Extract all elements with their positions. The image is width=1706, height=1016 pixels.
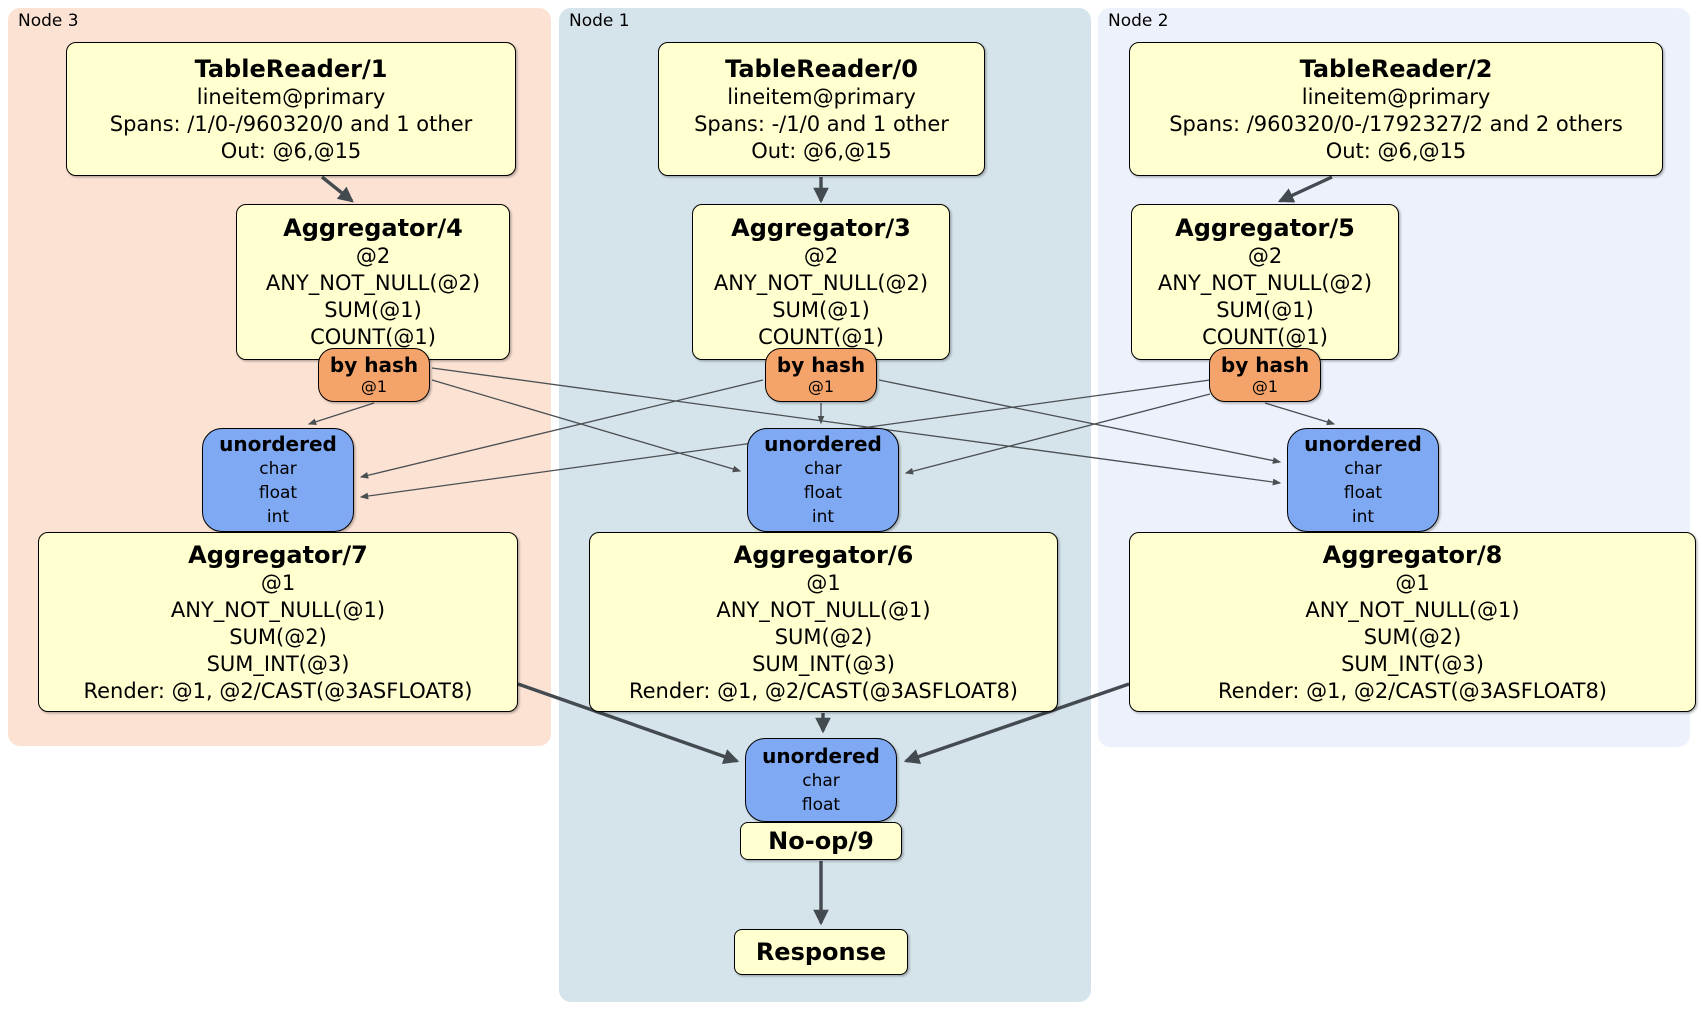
sync-title: unordered [762, 744, 880, 768]
box-line: Out: @6,@15 [220, 138, 362, 163]
box-line: @2 [803, 244, 839, 268]
sync-title: unordered [219, 432, 337, 456]
box-title: No-op/9 [768, 827, 874, 855]
node3-region-label: Node 3 [18, 11, 79, 31]
box-line: @2 [1247, 244, 1283, 268]
box-line: @1 [806, 570, 841, 595]
box-line: Out: @6,@15 [751, 138, 892, 163]
hash-router-3: by hash @1 [765, 348, 877, 402]
unordered-sync-node2: unordered char float int [1287, 428, 1439, 532]
box-line: Spans: /1/0-/960320/0 and 1 other [109, 111, 473, 136]
box-line: Render: @1, @2/CAST(@3ASFLOAT8) [83, 678, 473, 703]
tablereader-0-box: TableReader/0 lineitem@primary Spans: -/… [658, 42, 985, 176]
box-line: SUM(@1) [1216, 298, 1314, 322]
node1-region-label: Node 1 [569, 11, 630, 31]
box-title: Aggregator/8 [1322, 540, 1503, 569]
router-line: @1 [807, 377, 835, 396]
box-line: Spans: /960320/0-/1792327/2 and 2 others [1169, 111, 1623, 136]
box-title: Aggregator/6 [733, 540, 914, 569]
aggregator-4-box: Aggregator/4 @2 ANY_NOT_NULL(@2) SUM(@1)… [236, 204, 510, 360]
box-line: COUNT(@1) [1202, 325, 1328, 349]
sync-title: unordered [1304, 432, 1422, 456]
box-line: Render: @1, @2/CAST(@3ASFLOAT8) [628, 678, 1019, 703]
tablereader-1-box: TableReader/1 lineitem@primary Spans: /1… [66, 42, 516, 176]
box-line: @2 [355, 244, 391, 268]
box-title: Aggregator/3 [731, 214, 911, 242]
aggregator-8-box: Aggregator/8 @1 ANY_NOT_NULL(@1) SUM(@2)… [1129, 532, 1696, 712]
router-title: by hash [329, 353, 419, 377]
unordered-sync-node1: unordered char float int [747, 428, 899, 532]
box-line: lineitem@primary [1301, 84, 1491, 109]
sync-line: char [1344, 459, 1382, 479]
aggregator-6-box: Aggregator/6 @1 ANY_NOT_NULL(@1) SUM(@2)… [589, 532, 1058, 712]
box-line: SUM(@2) [774, 624, 873, 649]
box-line: SUM_INT(@3) [1341, 651, 1484, 676]
aggregator-3-box: Aggregator/3 @2 ANY_NOT_NULL(@2) SUM(@1)… [692, 204, 950, 360]
box-line: SUM_INT(@3) [206, 651, 350, 676]
box-line: lineitem@primary [727, 84, 916, 109]
box-line: SUM(@1) [772, 298, 870, 322]
unordered-sync-final: unordered char float [745, 738, 897, 822]
sync-title: unordered [764, 432, 882, 456]
box-title: TableReader/2 [1299, 54, 1493, 83]
box-line: @1 [1395, 570, 1430, 595]
sync-line: int [811, 507, 835, 527]
router-line: @1 [1251, 377, 1279, 396]
box-line: COUNT(@1) [758, 325, 884, 349]
box-line: Out: @6,@15 [1325, 138, 1467, 163]
box-line: COUNT(@1) [310, 325, 436, 349]
box-line: SUM(@2) [1363, 624, 1462, 649]
box-title: Response [755, 938, 887, 966]
sync-line: float [1343, 483, 1383, 503]
response-box: Response [734, 929, 908, 975]
box-line: ANY_NOT_NULL(@1) [170, 597, 386, 622]
router-title: by hash [776, 353, 866, 377]
box-line: SUM(@1) [324, 298, 422, 322]
box-line: SUM(@2) [229, 624, 327, 649]
box-line: ANY_NOT_NULL(@2) [1157, 271, 1373, 295]
box-line: SUM_INT(@3) [752, 651, 895, 676]
box-title: Aggregator/5 [1175, 214, 1355, 242]
box-title: Aggregator/7 [188, 540, 368, 569]
hash-router-4: by hash @1 [318, 348, 430, 402]
box-title: TableReader/1 [194, 54, 388, 83]
hash-router-5: by hash @1 [1209, 348, 1321, 402]
box-line: ANY_NOT_NULL(@2) [713, 271, 929, 295]
noop-9-box: No-op/9 [740, 822, 902, 860]
sync-line: char [802, 771, 840, 791]
sync-line: float [258, 483, 298, 503]
sync-line: int [266, 507, 290, 527]
box-line: ANY_NOT_NULL(@1) [716, 597, 931, 622]
node2-region-label: Node 2 [1108, 11, 1169, 31]
aggregator-7-box: Aggregator/7 @1 ANY_NOT_NULL(@1) SUM(@2)… [38, 532, 518, 712]
box-line: lineitem@primary [196, 84, 386, 109]
sync-line: char [259, 459, 297, 479]
flow-edges [320, 175, 1333, 926]
box-title: Aggregator/4 [283, 214, 463, 242]
sync-line: float [803, 483, 843, 503]
box-line: ANY_NOT_NULL(@1) [1305, 597, 1520, 622]
box-line: @1 [260, 570, 296, 595]
sync-line: char [804, 459, 842, 479]
tablereader-2-box: TableReader/2 lineitem@primary Spans: /9… [1129, 42, 1663, 176]
unordered-sync-node3: unordered char float int [202, 428, 354, 532]
box-line: ANY_NOT_NULL(@2) [265, 271, 481, 295]
sync-line: int [1351, 507, 1375, 527]
router-line: @1 [360, 377, 388, 396]
box-title: TableReader/0 [725, 54, 918, 83]
aggregator-5-box: Aggregator/5 @2 ANY_NOT_NULL(@2) SUM(@1)… [1131, 204, 1399, 360]
box-line: Spans: -/1/0 and 1 other [694, 111, 949, 136]
router-title: by hash [1220, 353, 1310, 377]
box-line: Render: @1, @2/CAST(@3ASFLOAT8) [1217, 678, 1608, 703]
sync-line: float [801, 795, 841, 815]
